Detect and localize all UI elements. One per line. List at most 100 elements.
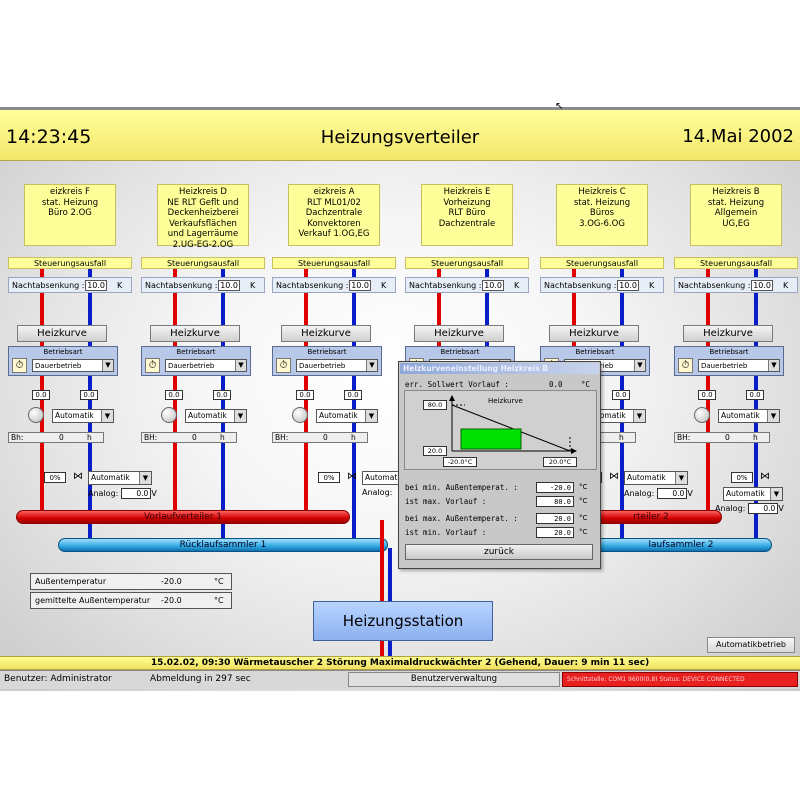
bh-value: 0: [59, 433, 64, 442]
soll-unit: °C: [581, 380, 591, 389]
betriebsart-select[interactable]: Dauerbetrieb▼: [165, 359, 247, 372]
circuit-5-pump-mode-select[interactable]: Automatik ▼: [718, 409, 780, 423]
circuit-1-description-line: und Lagerräume: [167, 229, 239, 239]
chevron-down-icon[interactable]: ▼: [770, 488, 782, 500]
circuit-2-status: Steuerungsausfall: [272, 257, 396, 269]
dialog-row-unit: °C: [579, 497, 588, 505]
clock-icon[interactable]: ⏱: [145, 358, 160, 373]
circuit-0-betriebsart: Betriebsart⏱Dauerbetrieb▼: [8, 346, 118, 376]
analog-unit: V: [778, 504, 784, 513]
nachtabsenkung-input[interactable]: 10.0: [482, 280, 504, 291]
mixer-3-mode-select[interactable]: Automatik▼: [723, 487, 783, 501]
betriebsart-label: Betriebsart: [307, 348, 347, 356]
nachtabsenkung-label: Nachtabsenkung :: [678, 281, 751, 290]
circuit-1-description-line: Heizkreis D: [179, 187, 227, 197]
mixer-3-valve-icon[interactable]: ⋈: [760, 471, 770, 482]
analog-value: 0.0: [748, 503, 779, 514]
user-label: Benutzer: Administrator: [4, 674, 112, 684]
circuit-1-heizkurve-button[interactable]: Heizkurve: [150, 325, 240, 342]
chevron-down-icon[interactable]: ▼: [633, 410, 645, 422]
chevron-down-icon[interactable]: ▼: [234, 410, 246, 422]
dialog-row-input[interactable]: 80.0: [536, 496, 574, 507]
betriebsart-select[interactable]: Dauerbetrieb▼: [296, 359, 378, 372]
nachtabsenkung-input[interactable]: 10.0: [617, 280, 639, 291]
dialog-row-unit: °C: [579, 528, 588, 536]
bh-unit: h: [220, 433, 225, 442]
chevron-down-icon[interactable]: ▼: [768, 360, 779, 371]
circuit-0-heizkurve-button[interactable]: Heizkurve: [17, 325, 107, 342]
betriebsart-select[interactable]: Dauerbetrieb▼: [698, 359, 780, 372]
chevron-down-icon[interactable]: ▼: [101, 410, 113, 422]
circuit-5-return-temp: 0.0: [746, 390, 764, 400]
circuit-4-heizkurve-button[interactable]: Heizkurve: [549, 325, 639, 342]
graph-title: Heizkurve: [488, 397, 523, 405]
circuit-4-return-temp: 0.0: [612, 390, 630, 400]
chevron-down-icon[interactable]: ▼: [675, 472, 687, 484]
chevron-down-icon[interactable]: ▼: [767, 410, 779, 422]
chevron-down-icon[interactable]: ▼: [235, 360, 246, 371]
circuit-4-description-line: stat. Heizung: [573, 197, 631, 208]
circuit-1-supply-temp: 0.0: [165, 390, 183, 400]
window-top-border: [0, 107, 800, 110]
mixer-0-mode-select[interactable]: Automatik▼: [88, 471, 152, 485]
mixer-1-analog: Analog:: [362, 488, 392, 497]
mixer-2-mode-select[interactable]: Automatik▼: [624, 471, 688, 485]
bh-value: 0: [323, 433, 328, 442]
circuit-2-description-line: Dachzentrale: [305, 208, 363, 218]
dialog-row-input[interactable]: 20.0: [536, 513, 574, 524]
circuit-5-betriebsart: Betriebsart⏱Dauerbetrieb▼: [674, 346, 784, 376]
station-return-pipe-lower: [388, 640, 392, 656]
circuit-5-pump-icon[interactable]: [694, 407, 710, 423]
circuit-0-pump-icon[interactable]: [28, 407, 44, 423]
chevron-down-icon[interactable]: ▼: [102, 360, 113, 371]
circuit-2-pump-icon[interactable]: [292, 407, 308, 423]
clock-icon[interactable]: ⏱: [678, 358, 693, 373]
benutzerverwaltung-button[interactable]: Benutzerverwaltung: [348, 672, 560, 687]
circuit-1-pump-icon[interactable]: [161, 407, 177, 423]
circuit-2-heizkurve-button[interactable]: Heizkurve: [281, 325, 371, 342]
circuit-0-supply-temp: 0.0: [32, 390, 50, 400]
nachtabsenkung-input[interactable]: 10.0: [218, 280, 240, 291]
circuit-1-pump-mode-select[interactable]: Automatik▼: [185, 409, 247, 423]
zurueck-button[interactable]: zurück: [405, 544, 593, 560]
nachtabsenkung-input[interactable]: 10.0: [349, 280, 371, 291]
mixer-1-valve-icon[interactable]: ⋈: [347, 471, 357, 482]
mixer-0-valve-icon[interactable]: ⋈: [73, 471, 83, 482]
bh-value: 0: [725, 433, 730, 442]
pump-mode-value: Automatik: [721, 411, 760, 420]
clock-icon[interactable]: ⏱: [276, 358, 291, 373]
chevron-down-icon[interactable]: ▼: [365, 410, 377, 422]
heizungsstation-button[interactable]: Heizungsstation: [313, 601, 493, 641]
chevron-down-icon[interactable]: ▼: [139, 472, 151, 484]
nachtabsenkung-input[interactable]: 10.0: [85, 280, 107, 291]
circuit-1-description-line: 2.UG-EG-2.OG: [172, 239, 234, 250]
circuit-3-heizkurve-button[interactable]: Heizkurve: [414, 325, 504, 342]
dialog-row-input[interactable]: 20.0: [536, 527, 574, 538]
chevron-down-icon[interactable]: ▼: [634, 360, 645, 371]
operating-range: [460, 428, 522, 450]
mixer-2-valve-icon[interactable]: ⋈: [609, 471, 619, 482]
circuit-2-description-line: eizkreis A: [313, 187, 355, 197]
automatikbetrieb-button[interactable]: Automatikbetrieb: [707, 637, 795, 653]
mixer-3-percent: 0%: [731, 472, 753, 483]
circuit-2-pump-mode-select[interactable]: Automatik▼: [316, 409, 378, 423]
clock-icon[interactable]: ⏱: [12, 358, 27, 373]
chevron-down-icon[interactable]: ▼: [366, 360, 377, 371]
betriebsart-select[interactable]: Dauerbetrieb▼: [32, 359, 114, 372]
circuit-1-status: Steuerungsausfall: [141, 257, 265, 269]
circuit-0-pump-mode-select[interactable]: Automatik▼: [52, 409, 114, 423]
dialog-row-input[interactable]: -20.0: [536, 482, 574, 493]
betriebsart-label: Betriebsart: [575, 348, 615, 356]
circuit-5-description-line: Allgemein: [714, 208, 758, 218]
station-return-pipe: [388, 548, 392, 602]
circuit-2-return-pipe: [352, 268, 356, 540]
circuit-5-heizkurve-button[interactable]: Heizkurve: [683, 325, 773, 342]
nachtabsenkung-input[interactable]: 10.0: [751, 280, 773, 291]
circuit-4-status: Steuerungsausfall: [540, 257, 664, 269]
